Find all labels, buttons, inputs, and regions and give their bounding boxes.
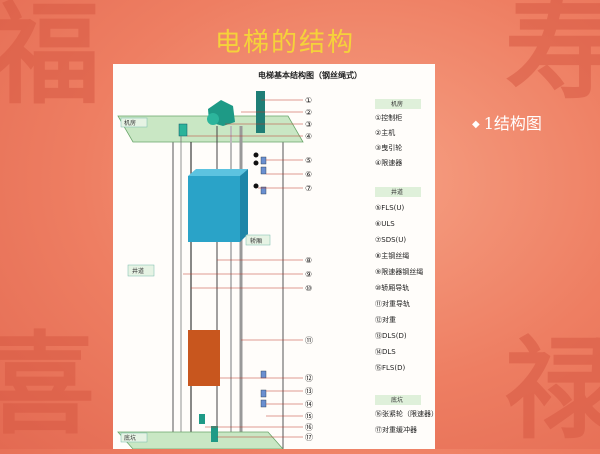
legend-item: ⑰对重缓冲器 — [375, 425, 417, 434]
callout-number: ⑪ — [305, 336, 313, 345]
legend-section-title: 机房 — [391, 100, 403, 108]
legend-section-title: 井道 — [391, 188, 403, 196]
legend-item: ⑩轿厢导轨 — [375, 283, 409, 292]
elevator-car-top — [188, 169, 248, 176]
callout-number: ⑬ — [305, 387, 313, 396]
elevator-diagram-panel: 电梯基本结构图（钢丝绳式） 机房 井道 轿厢 — [113, 64, 435, 449]
legend-item: ⑬DLS(D) — [375, 332, 407, 340]
callout-number: ⑦ — [305, 184, 312, 193]
limit-switches — [253, 152, 267, 408]
machine-room-tag-label: 机房 — [124, 119, 136, 127]
callout-number: ⑮ — [305, 412, 313, 421]
callout-number: ⑯ — [305, 423, 313, 432]
slide-title: 电梯的结构 — [215, 28, 356, 58]
diagram-title: 电梯基本结构图（钢丝绳式） — [258, 70, 362, 80]
bullet-dot-icon: ◆ — [472, 119, 480, 130]
legend-item: ⑭DLS — [375, 348, 396, 356]
bullet-text: 1结构图 — [483, 114, 542, 133]
counterweight-buffer — [211, 426, 218, 442]
speed-governor — [178, 123, 188, 137]
decorative-seal-top-right: 寿 — [505, 0, 600, 114]
decorative-seal-bottom-right: 禄 — [505, 325, 600, 454]
bullet-item: ◆1结构图 — [472, 110, 542, 134]
legend-item: ⑮FLS(D) — [375, 364, 405, 372]
decorative-seal-top-left: 福 — [0, 0, 100, 119]
counterweight — [188, 330, 220, 386]
legend-section-header — [375, 99, 421, 109]
legend-item: ②主机 — [375, 128, 395, 137]
callout-number: ⑥ — [305, 170, 312, 179]
hoistway-tag-label: 井道 — [132, 267, 144, 275]
hoistway-tag — [127, 264, 155, 277]
pit-tag — [120, 432, 148, 443]
legend-section-title: 底坑 — [391, 396, 403, 404]
elevator-car-side — [240, 169, 248, 242]
leader-lines — [183, 99, 303, 438]
machine-room-tag — [120, 117, 148, 128]
callout-number: ⑨ — [305, 270, 312, 279]
callout-number: ⑤ — [305, 156, 312, 165]
callout-number: ④ — [305, 132, 312, 141]
legend-item: ⑤FLS(U) — [375, 204, 404, 212]
legend-item: ①控制柜 — [375, 113, 402, 122]
callout-number: ③ — [305, 120, 312, 129]
callout-number: ② — [305, 108, 312, 117]
callout-number: ① — [305, 96, 312, 105]
decorative-seal-bottom-left: 喜 — [0, 320, 95, 449]
legend-item: ⑫对重 — [375, 315, 396, 324]
legend-item: ⑧主钢丝绳 — [375, 251, 409, 260]
callout-number: ⑩ — [305, 284, 312, 293]
callout-number: ⑧ — [305, 256, 312, 265]
elevator-car — [188, 176, 240, 242]
legend-item: ⑪对重导轨 — [375, 299, 410, 308]
governor-tension-pulley — [199, 414, 205, 424]
pit-tag-label: 底坑 — [124, 434, 136, 442]
callout-number: ⑭ — [305, 400, 313, 409]
callout-number: ⑫ — [305, 374, 313, 383]
legend-section-header — [375, 395, 421, 405]
legend-item: ⑨限速器钢丝绳 — [375, 267, 423, 276]
car-tag — [245, 234, 271, 246]
legend-item: ⑥ULS — [375, 220, 395, 228]
legend-item: ④限速器 — [375, 158, 402, 167]
callout-number: ⑰ — [305, 433, 313, 442]
legend-item: ③曳引轮 — [375, 143, 402, 152]
legend-item: ⑦SDS(U) — [375, 236, 406, 244]
legend-item: ⑯张紧轮（限速器） — [375, 409, 435, 418]
traction-sheave — [207, 113, 219, 125]
legend-section-header — [375, 187, 421, 197]
car-tag-label: 轿厢 — [250, 237, 262, 245]
elevator-diagram: 电梯基本结构图（钢丝绳式） 机房 井道 轿厢 — [117, 70, 435, 449]
